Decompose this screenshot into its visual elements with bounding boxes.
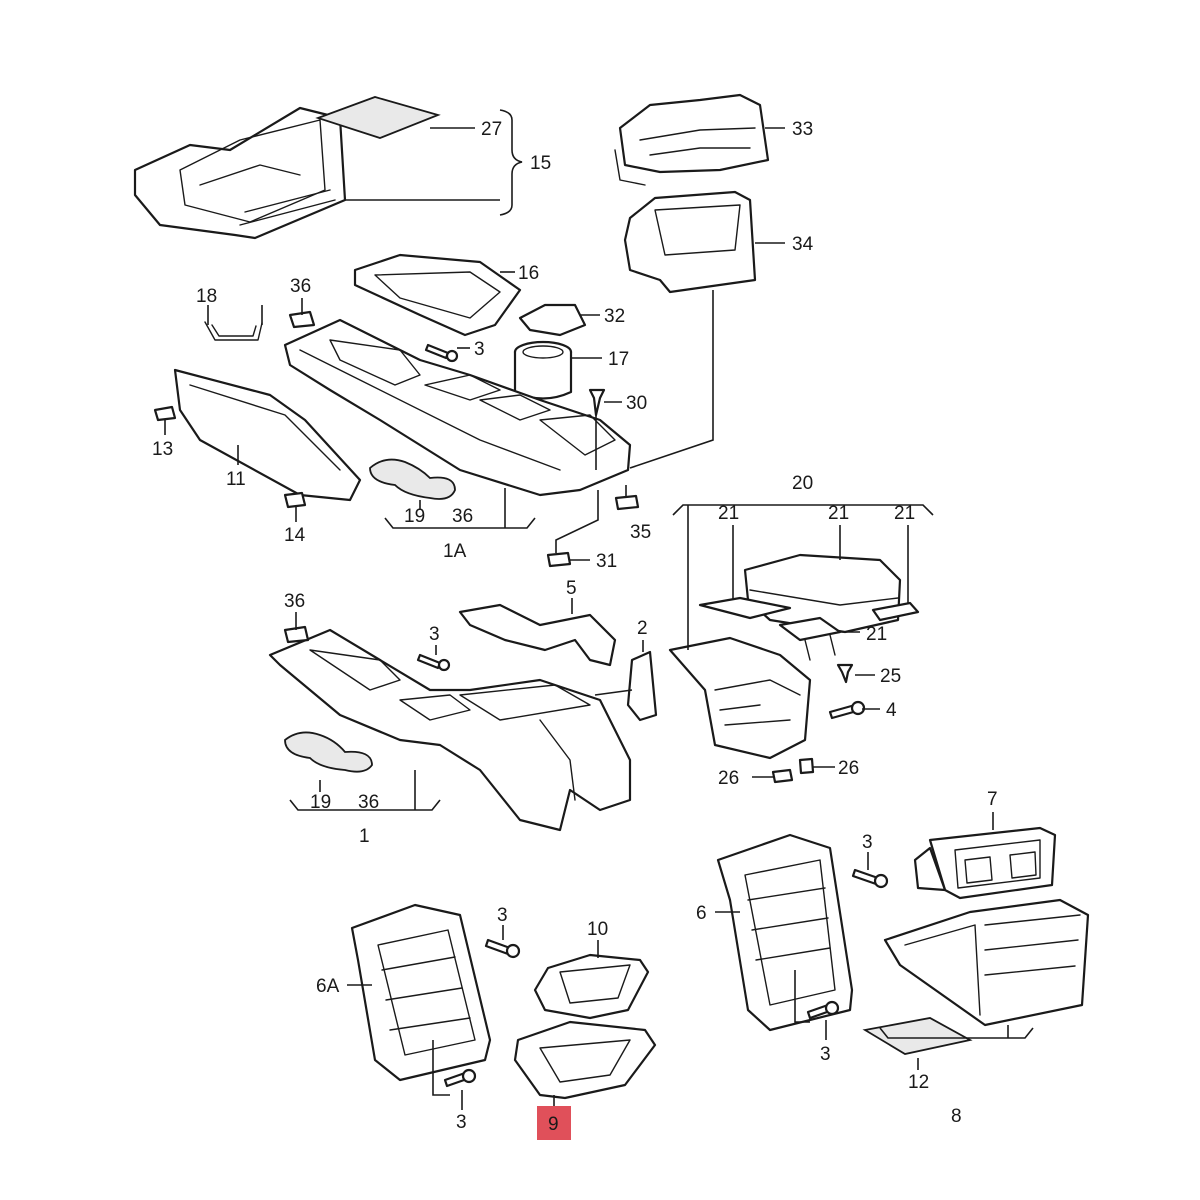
part-21-pad-left (698, 596, 792, 620)
part-6-rear-panel (716, 833, 854, 1032)
label-36-lower: 36 (284, 591, 305, 612)
label-1A: 1A (443, 541, 467, 562)
part-3-screw-upper (424, 343, 459, 363)
part-26-clips (771, 757, 815, 784)
label-6: 6 (696, 903, 707, 924)
label-26-a: 26 (718, 768, 739, 789)
label-36-console: 36 (358, 792, 379, 813)
label-14: 14 (284, 525, 306, 546)
label-13: 13 (152, 439, 173, 460)
part-21-pad-right (871, 601, 920, 622)
label-27: 27 (481, 119, 502, 140)
part-31-clip (546, 551, 572, 568)
label-21-c: 21 (894, 503, 915, 524)
part-2-bracket (626, 650, 658, 722)
label-8: 8 (951, 1106, 962, 1127)
part-25-screw (836, 663, 854, 684)
label-3-left-bottom: 3 (456, 1112, 467, 1133)
label-3-right-bottom: 3 (820, 1044, 831, 1065)
part-4-screw (828, 700, 866, 720)
part-36-clip-lower (283, 625, 310, 644)
part-35-clip (614, 494, 640, 511)
part-27-mat (315, 96, 441, 139)
label-36-top: 36 (290, 276, 311, 297)
label-33: 33 (792, 119, 813, 140)
label-21-d: 21 (866, 624, 887, 645)
part-36-clip-top (288, 310, 316, 329)
part-12-mat (862, 1017, 973, 1055)
label-19-lower: 19 (310, 792, 331, 813)
label-9: 9 (548, 1114, 559, 1135)
label-32: 32 (604, 306, 625, 327)
part-34-storage-insert (623, 190, 757, 294)
label-7: 7 (987, 789, 998, 810)
part-16-bezel (353, 253, 522, 337)
part-5-trim (458, 603, 617, 667)
part-19-mat-upper (369, 458, 456, 500)
label-30: 30 (626, 393, 647, 414)
label-19-upper: 19 (404, 506, 425, 527)
label-18: 18 (196, 286, 217, 307)
part-10-tray (533, 953, 650, 1020)
leader-lines (164, 109, 1034, 1112)
part-18-bracket (204, 321, 263, 341)
label-3-left-top: 3 (497, 905, 508, 926)
label-12: 12 (908, 1072, 929, 1093)
part-3-screw-right-top (851, 868, 889, 889)
part-14-clip (283, 491, 307, 509)
label-6A: 6A (316, 976, 340, 997)
label-3-right-top: 3 (862, 832, 873, 853)
part-17-cup-holder (513, 340, 573, 400)
label-31: 31 (596, 551, 617, 572)
label-21-b: 21 (828, 503, 849, 524)
label-11: 11 (226, 469, 246, 490)
label-15: 15 (530, 153, 551, 174)
label-36-upper: 36 (452, 506, 473, 527)
part-11-side-panel (173, 368, 362, 502)
part-3-screw-left-top (484, 938, 521, 959)
label-21-a: 21 (718, 503, 739, 524)
part-15-trim-frame (133, 106, 347, 240)
callout-labels: 27 15 33 34 16 18 36 3 32 17 30 13 11 19… (152, 119, 998, 1140)
part-19-mat-lower (284, 731, 373, 773)
part-30-screw (588, 388, 606, 417)
part-8-lower-cover (883, 898, 1090, 1027)
label-1: 1 (359, 826, 370, 847)
label-20: 20 (792, 473, 813, 494)
part-13-clip (153, 405, 177, 422)
label-35: 35 (630, 522, 651, 543)
label-10: 10 (587, 919, 608, 940)
label-16: 16 (518, 263, 539, 284)
part-33-upper-tray (614, 93, 770, 186)
part-3-screw-right-bottom (806, 1000, 840, 1020)
part-3-screw-left-bottom (443, 1068, 477, 1088)
part-1-console (268, 628, 632, 832)
label-17: 17 (608, 349, 629, 370)
label-26-b: 26 (838, 758, 859, 779)
part-6A-rear-panel (350, 903, 492, 1082)
part-7-vent (913, 826, 1057, 900)
part-1A-console (283, 318, 632, 497)
label-4: 4 (886, 700, 897, 721)
label-2: 2 (637, 618, 648, 639)
label-5: 5 (566, 578, 577, 599)
label-3-upper: 3 (474, 339, 485, 360)
part-3-screw-lower (416, 653, 451, 672)
part-9-tray-highlighted (513, 1020, 657, 1100)
part-20-armrest-base (668, 636, 812, 760)
label-25: 25 (880, 666, 901, 687)
highlight-box-9 (537, 1106, 571, 1140)
label-3-lower: 3 (429, 624, 440, 645)
label-34: 34 (792, 234, 814, 255)
part-32-cover (518, 303, 587, 337)
